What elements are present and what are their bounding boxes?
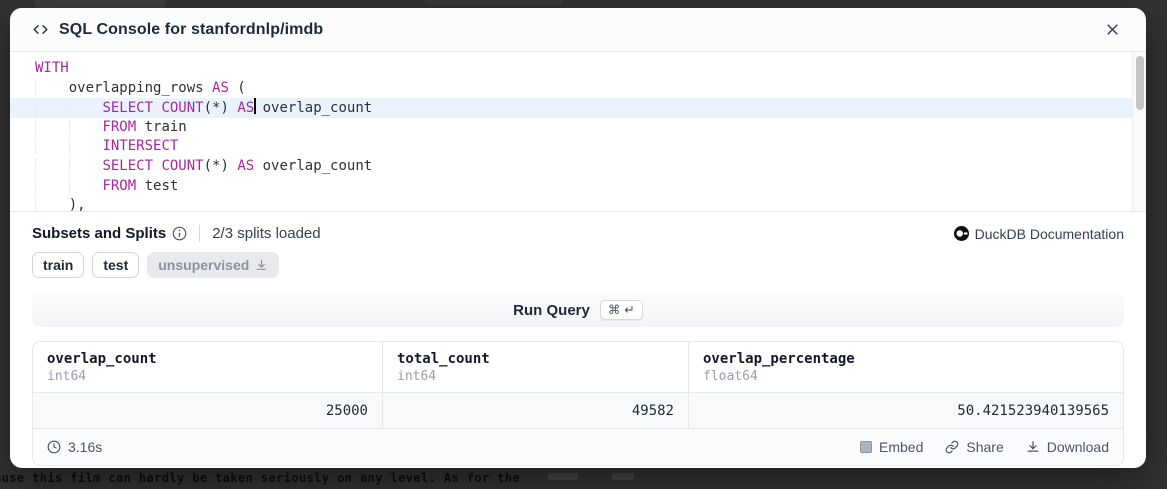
code-token: COUNT bbox=[161, 157, 204, 174]
sql-console-modal: SQL Console for stanfordnlp/imdb WITH ov… bbox=[10, 8, 1146, 468]
query-elapsed-time: 3.16s bbox=[47, 439, 102, 455]
keyboard-shortcut-badge: ⌘ ↵ bbox=[599, 300, 643, 320]
column-header: overlap_count int64 bbox=[33, 342, 383, 392]
code-token: (*) bbox=[203, 157, 238, 174]
code-token: SELECT bbox=[102, 157, 154, 174]
code-token: AS bbox=[237, 100, 255, 117]
code-token: INTERSECT bbox=[102, 138, 179, 155]
splits-status: 2/3 splits loaded bbox=[212, 225, 321, 242]
duckdb-logo-icon bbox=[953, 226, 969, 241]
modal-header: SQL Console for stanfordnlp/imdb bbox=[10, 8, 1146, 52]
indent-guide bbox=[69, 138, 103, 154]
dimmed-page-element bbox=[548, 473, 578, 480]
run-query-button[interactable]: Run Query ⌘ ↵ bbox=[32, 293, 1124, 327]
code-line[interactable]: FROM train bbox=[10, 118, 1132, 138]
code-icon bbox=[32, 22, 49, 37]
code-token: AS bbox=[212, 79, 229, 96]
code-token: FROM bbox=[102, 118, 137, 135]
indent-guide bbox=[35, 158, 69, 174]
split-tags: train test unsupervised bbox=[32, 252, 1124, 278]
embed-button[interactable]: Embed bbox=[860, 439, 923, 455]
indent-guide bbox=[35, 100, 69, 116]
splits-heading: Subsets and Splits bbox=[32, 225, 167, 242]
download-icon bbox=[1027, 441, 1039, 452]
results-footer: 3.16s Embed Share Download bbox=[33, 428, 1123, 465]
share-link-icon bbox=[945, 440, 959, 454]
code-line[interactable]: SELECT COUNT(*) AS overlap_count bbox=[10, 157, 1132, 177]
info-icon[interactable] bbox=[172, 226, 187, 241]
indent-guide bbox=[69, 178, 103, 194]
modal-title: SQL Console for stanfordnlp/imdb bbox=[59, 20, 324, 38]
close-icon[interactable] bbox=[1100, 18, 1124, 42]
dimmed-page-element bbox=[612, 473, 634, 480]
code-token: ( bbox=[228, 79, 246, 96]
indent-guide bbox=[35, 119, 69, 135]
editor-scrollbar-thumb[interactable] bbox=[1136, 56, 1144, 110]
indent-guide bbox=[69, 119, 103, 135]
download-icon bbox=[256, 259, 267, 270]
code-line[interactable]: FROM test bbox=[10, 177, 1132, 197]
editor-scrollbar[interactable] bbox=[1132, 52, 1146, 211]
code-token: overlap_count bbox=[254, 157, 373, 174]
code-line[interactable]: overlapping_rows AS ( bbox=[10, 79, 1132, 99]
code-token: overlapping_rows bbox=[68, 79, 213, 96]
indent-guide bbox=[35, 197, 69, 211]
column-header: overlap_percentage float64 bbox=[703, 351, 855, 384]
split-tag-unsupervised[interactable]: unsupervised bbox=[147, 252, 280, 278]
split-tag-test[interactable]: test bbox=[92, 252, 140, 278]
code-token: ), bbox=[68, 197, 86, 212]
table-cell: 25000 bbox=[33, 393, 383, 428]
results-header: overlap_count int64 total_count int64 ov… bbox=[33, 342, 1123, 392]
table-row: 25000 49582 50.421523940139565 bbox=[33, 392, 1123, 428]
code-line[interactable]: WITH bbox=[10, 59, 1132, 79]
code-token: (*) bbox=[203, 100, 238, 117]
indent-guide bbox=[35, 138, 69, 154]
dimmed-page-element bbox=[425, 0, 563, 6]
code-line[interactable]: ), bbox=[10, 196, 1132, 212]
indent-guide bbox=[69, 158, 103, 174]
code-token: SELECT bbox=[102, 100, 154, 117]
dimmed-page-text: ause this film can hardly be taken serio… bbox=[0, 471, 521, 485]
text-cursor bbox=[254, 98, 256, 115]
clock-icon bbox=[47, 440, 61, 454]
indent-guide bbox=[35, 178, 69, 194]
code-token: WITH bbox=[35, 60, 69, 76]
code-token: COUNT bbox=[161, 100, 204, 117]
sql-editor[interactable]: WITH overlapping_rows AS ( SELECT COUNT(… bbox=[10, 52, 1146, 212]
results-table: overlap_count int64 total_count int64 ov… bbox=[32, 341, 1124, 466]
indent-guide bbox=[35, 80, 69, 96]
table-cell: 49582 bbox=[383, 393, 689, 428]
code-token: train bbox=[136, 118, 187, 135]
code-token: overlap_count bbox=[254, 100, 373, 117]
code-token: FROM bbox=[102, 177, 137, 194]
split-tag-train[interactable]: train bbox=[32, 252, 85, 278]
download-button[interactable]: Download bbox=[1026, 439, 1109, 455]
splits-row: Subsets and Splits 2/3 splits loaded Duc… bbox=[32, 225, 1124, 242]
code-lines: WITH overlapping_rows AS ( SELECT COUNT(… bbox=[10, 52, 1146, 212]
embed-icon bbox=[860, 441, 873, 453]
code-line[interactable]: INTERSECT bbox=[10, 137, 1132, 157]
code-token: test bbox=[136, 177, 179, 194]
column-header: total_count int64 bbox=[383, 342, 689, 392]
duckdb-documentation-link[interactable]: DuckDB Documentation bbox=[953, 226, 1124, 242]
code-line[interactable]: SELECT COUNT(*) AS overlap_count bbox=[10, 98, 1132, 118]
indent-guide bbox=[69, 100, 103, 116]
divider bbox=[199, 225, 201, 242]
code-token: AS bbox=[237, 157, 255, 174]
share-button[interactable]: Share bbox=[945, 439, 1004, 455]
table-cell: 50.421523940139565 bbox=[957, 402, 1109, 419]
